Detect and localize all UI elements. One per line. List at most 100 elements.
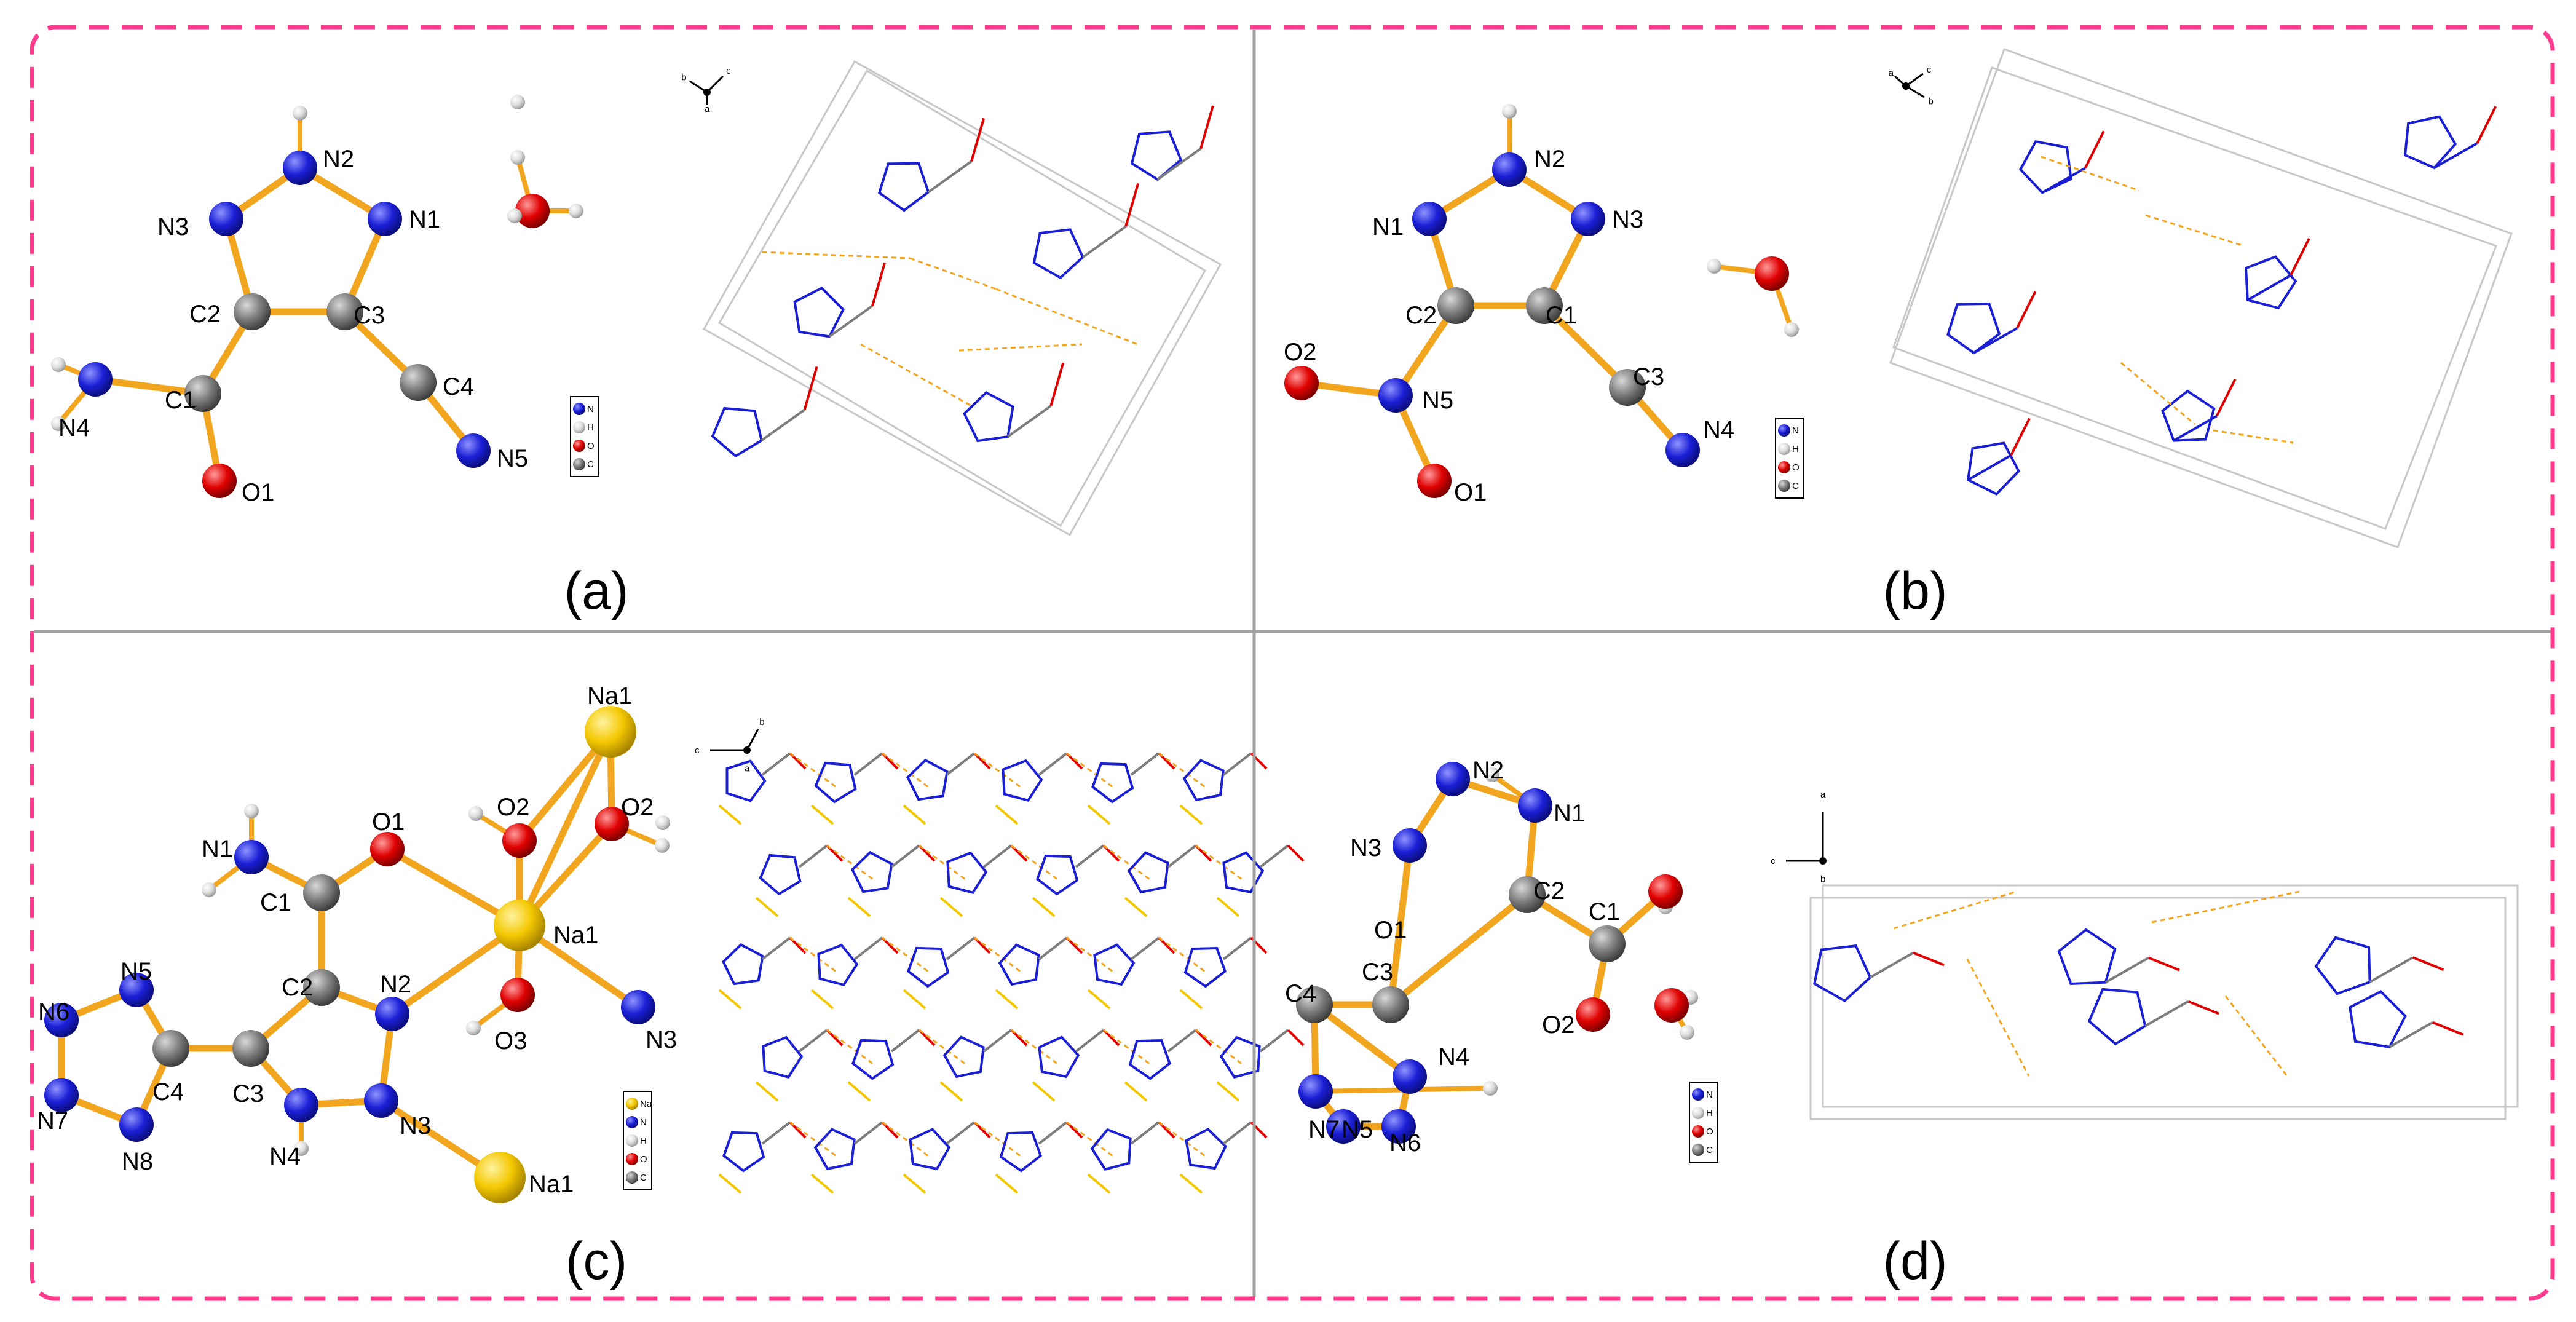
atom-label-d-o1: O1 xyxy=(1374,917,1407,944)
atom-a-c1 xyxy=(184,375,221,412)
atom-label-b-n4: N4 xyxy=(1703,416,1734,443)
packing-ring-c-2-1 xyxy=(817,943,859,987)
legend-label-c-c: C xyxy=(640,1173,647,1183)
axis-arrow-b-a xyxy=(1894,75,1906,87)
legend-label-a-h: H xyxy=(587,422,594,433)
packing-stick-c-3-5 xyxy=(1259,1029,1289,1053)
packing-stick-c-1-4 xyxy=(1167,844,1197,868)
atom-label-d-c4: C4 xyxy=(1285,980,1316,1007)
atom-b-c2 xyxy=(1437,287,1474,324)
packing-ring-c-0-0 xyxy=(725,759,767,802)
atom-a-o1 xyxy=(202,464,237,498)
atom-label-d-c1: C1 xyxy=(1589,898,1620,925)
hydrogen-atom-d xyxy=(1483,1081,1498,1096)
legend-swatch-a-h xyxy=(573,421,585,433)
atom-c-n4 xyxy=(284,1088,318,1122)
atom-label-a-n5: N5 xyxy=(497,445,528,472)
packing-hbond-a-1 xyxy=(909,257,997,290)
panel-caption-c: (c) xyxy=(566,1232,627,1291)
packing-o-d-3 xyxy=(2412,956,2444,971)
packing-stick-c-4-1 xyxy=(853,1121,883,1145)
packing-na-c-2-0 xyxy=(718,989,742,1010)
packing-hbond-c-0-0 xyxy=(789,752,837,788)
packing-na-c-1-2 xyxy=(939,897,963,917)
packing-o-a-3 xyxy=(1124,183,1140,227)
atom-label-b-n2: N2 xyxy=(1534,146,1565,173)
legend-label-d-h: H xyxy=(1706,1108,1713,1118)
packing-ring-c-1-4 xyxy=(1127,851,1169,894)
atom-label-a-o1: O1 xyxy=(242,479,274,506)
packing-na-c-0-2 xyxy=(903,804,926,825)
atom-label-d-n4: N4 xyxy=(1438,1043,1469,1071)
packing-ring-c-2-3 xyxy=(998,943,1040,986)
atom-b-c1 xyxy=(1526,287,1563,324)
packing-na-c-3-0 xyxy=(755,1081,779,1102)
axis-label-b-c: c xyxy=(1927,65,1932,75)
legend-swatch-d-n xyxy=(1692,1088,1704,1101)
packing-o-a-5 xyxy=(803,366,818,410)
atom-c-na1 xyxy=(585,706,636,758)
atom-a-n5 xyxy=(456,433,491,468)
legend-swatch-c-h xyxy=(626,1134,638,1147)
legend-swatch-c-c xyxy=(626,1171,638,1184)
legend-swatch-a-c xyxy=(573,458,585,470)
axis-arrow-b-c xyxy=(1905,73,1924,87)
packing-stick-c-0-1 xyxy=(853,752,883,776)
packing-hbond-c-0-4 xyxy=(1158,752,1206,788)
packing-stick-c-0-0 xyxy=(761,752,791,776)
packing-na-c-2-4 xyxy=(1087,989,1111,1010)
packing-stick-c-1-3 xyxy=(1075,844,1105,868)
atom-label-a-c4: C4 xyxy=(443,373,474,400)
packing-ring-c-0-5 xyxy=(1182,759,1225,802)
water-oxygen-d xyxy=(1654,988,1689,1023)
packing-hbond-c-4-4 xyxy=(1158,1121,1206,1157)
hydrogen-atom-a xyxy=(510,95,525,109)
water-oxygen-b xyxy=(1755,256,1789,291)
packing-hbond-c-3-1 xyxy=(919,1029,966,1065)
packing-o-c-3-5 xyxy=(1287,1029,1305,1047)
legend-label-c-n: N xyxy=(640,1117,647,1128)
unit-cell-b-inner xyxy=(1892,66,2497,530)
legend-label-c-h: H xyxy=(640,1136,647,1146)
unit-cell-d-inner xyxy=(1822,884,2519,1108)
atom-c-n1 xyxy=(234,840,269,874)
packing-hbond-c-3-0 xyxy=(826,1029,874,1065)
packing-hbond-c-2-3 xyxy=(1066,936,1113,973)
packing-hbond-d-0 xyxy=(1893,890,2017,930)
atom-c-o3 xyxy=(500,978,535,1012)
packing-stick-c-1-2 xyxy=(982,844,1013,868)
atom-label-d-n6: N6 xyxy=(1389,1130,1421,1157)
packing-na-c-0-0 xyxy=(718,804,742,825)
packing-hbond-c-2-1 xyxy=(882,936,929,973)
packing-na-c-4-4 xyxy=(1087,1173,1111,1194)
packing-ring-c-3-2 xyxy=(942,1035,985,1079)
panel-caption-d: (d) xyxy=(1883,1232,1947,1291)
axis-label-b-b: b xyxy=(1929,96,1934,106)
packing-hbond-c-4-1 xyxy=(882,1121,929,1157)
packing-ring-b-4 xyxy=(2403,115,2457,170)
packing-o-c-1-5 xyxy=(1287,844,1305,862)
packing-ring-c-3-5 xyxy=(1219,1035,1261,1079)
atom-d-n2 xyxy=(1436,762,1470,796)
packing-ring-c-4-3 xyxy=(999,1131,1042,1173)
packing-na-c-3-1 xyxy=(847,1081,871,1102)
panel-dividers xyxy=(34,30,2551,1297)
legend-label-a-n: N xyxy=(587,404,594,414)
atom-label-c-c4: C4 xyxy=(152,1079,184,1106)
packing-hbond-a-2 xyxy=(958,343,1083,352)
atom-b-n4 xyxy=(1665,433,1700,467)
panel-captions: (a)(b)(c)(d) xyxy=(564,561,1947,1291)
atom-b-n1 xyxy=(1412,202,1447,236)
packing-hbond-c-1-2 xyxy=(1011,844,1058,881)
bond-b-8 xyxy=(1541,302,1631,391)
atom-d-n1 xyxy=(1518,788,1552,823)
bond-d-3 xyxy=(1387,842,1413,1008)
legend-label-d-n: N xyxy=(1706,1090,1713,1100)
bond-c-21 xyxy=(516,728,614,929)
axis-label-a-a: a xyxy=(705,104,710,114)
atom-c-n3 xyxy=(621,990,655,1024)
hydrogen-atom-c xyxy=(655,838,670,853)
atom-a-n4 xyxy=(78,362,113,397)
